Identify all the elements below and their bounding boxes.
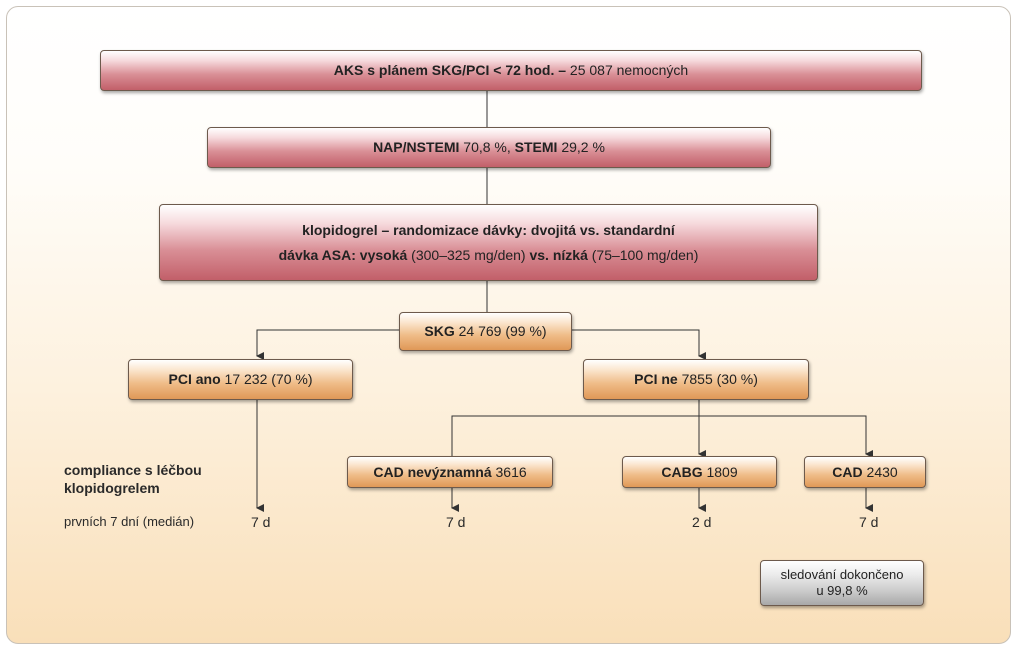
split-nstemi-label: NAP/NSTEMI [373, 139, 460, 156]
asa-low-range: (75–100 mg/den) [587, 246, 699, 263]
cabg-label: CABG [661, 463, 703, 480]
compliance-value-cabg: 2 d [692, 514, 712, 530]
pci-yes-box: PCI ano 17 232 (70 %) [128, 359, 353, 400]
split-nstemi-value: 70,8 %, [459, 139, 515, 156]
compliance-value-pci-yes: 7 d [251, 514, 271, 530]
cabg-box: CABG 1809 [622, 456, 777, 488]
cad-ns-label: CAD nevýznamná [373, 463, 492, 480]
cad-count: 2430 [862, 463, 898, 480]
pci-no-label: PCI ne [634, 371, 678, 388]
top-box-bold: AKS s plánem SKG/PCI < 72 hod. – [333, 62, 567, 79]
skg-count: 24 769 (99 %) [454, 323, 547, 340]
pci-no-box: PCI ne 7855 (30 %) [583, 359, 809, 400]
pci-yes-label: PCI ano [168, 371, 221, 388]
cad-box: CAD 2430 [804, 456, 926, 488]
cad-label: CAD [832, 463, 863, 480]
asa-label: dávka ASA: vysoká [278, 246, 408, 263]
skg-box: SKG 24 769 (99 %) [399, 312, 572, 351]
asa-low-label: vs. nízká [529, 246, 588, 263]
compliance-label: compliance s léčbou klopidogrelem [64, 462, 202, 497]
randomization-box: klopidogrel – randomizace dávky: dvojitá… [159, 204, 818, 281]
followup-line1: sledování dokončeno [780, 566, 904, 582]
connector-skg-pci-no [572, 329, 706, 360]
compliance-value-cad: 7 d [859, 514, 879, 530]
top-box-count: 25 087 nemocných [566, 62, 689, 79]
cad-nonsignificant-box: CAD nevýznamná 3616 [347, 456, 553, 488]
randomization-line1: klopidogrel – randomizace dávky: dvojitá… [302, 222, 675, 238]
followup-box: sledování dokončeno u 99,8 % [760, 560, 924, 606]
split-box: NAP/NSTEMI 70,8 %, STEMI 29,2 % [207, 127, 771, 168]
pci-no-count: 7855 (30 %) [677, 371, 758, 388]
cad-ns-count: 3616 [491, 463, 527, 480]
top-box: AKS s plánem SKG/PCI < 72 hod. – 25 087 … [100, 50, 922, 91]
skg-label: SKG [424, 323, 455, 340]
compliance-label-line2: klopidogrelem [64, 479, 160, 496]
split-stemi-value: 29,2 % [557, 139, 605, 156]
compliance-label-line1: compliance s léčbou [64, 462, 202, 478]
connector-skg-pci-yes [256, 329, 399, 360]
connector-pci-no-branches [451, 415, 873, 458]
cabg-count: 1809 [702, 463, 738, 480]
compliance-value-cad-ns: 7 d [446, 514, 466, 530]
compliance-period: prvních 7 dní (medián) [64, 514, 195, 529]
split-stemi-label: STEMI [514, 139, 558, 156]
pci-yes-count: 17 232 (70 %) [220, 371, 313, 388]
followup-line2: u 99,8 % [816, 583, 868, 598]
asa-high-range: (300–325 mg/den) [407, 246, 530, 263]
